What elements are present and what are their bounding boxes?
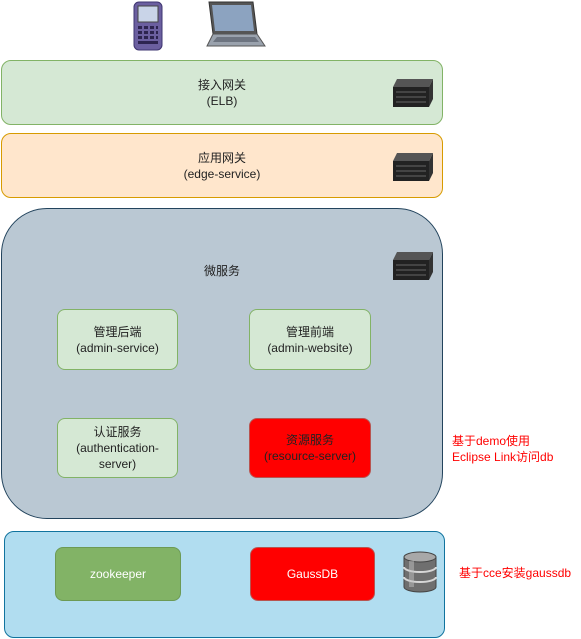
cce-note: 基于cce安装gaussdb (459, 566, 572, 580)
microservices-title: 微服务 (203, 264, 240, 278)
resource-server-name: 资源服务 (285, 433, 334, 447)
resource-server-sub: (resource-server) (263, 449, 356, 463)
server-icon (389, 151, 435, 183)
auth-server-sub2: server) (98, 457, 137, 471)
auth-server-sub1: (authentication- (76, 441, 159, 455)
elb-gateway-box: 接入网关 (ELB) (1, 60, 443, 125)
elb-sub: (ELB) (206, 93, 238, 108)
edge-name: 应用网关 (197, 150, 246, 165)
database-icon (401, 550, 439, 594)
edge-gateway-box: 应用网关 (edge-service) (1, 133, 443, 198)
elb-name: 接入网关 (197, 77, 246, 92)
resource-server-box: 资源服务 (resource-server) (249, 418, 371, 478)
admin-website-sub: (admin-website) (267, 340, 353, 355)
admin-service-name: 管理后端 (93, 324, 142, 339)
laptop-icon (201, 0, 267, 50)
edge-sub: (edge-service) (183, 166, 261, 181)
server-icon (389, 250, 435, 282)
auth-server-box: 认证服务 (authentication- server) (57, 418, 178, 478)
demo-note-line1: 基于demo使用 (452, 434, 531, 448)
auth-server-name: 认证服务 (93, 425, 142, 439)
phone-icon (130, 0, 166, 52)
admin-website-name: 管理前端 (285, 324, 334, 339)
admin-service-box: 管理后端 (admin-service) (57, 309, 178, 370)
gaussdb-box: GaussDB (250, 547, 375, 601)
admin-website-box: 管理前端 (admin-website) (249, 309, 371, 370)
zookeeper-label: zookeeper (89, 567, 147, 581)
server-icon (389, 77, 435, 109)
gaussdb-label: GaussDB (286, 567, 339, 581)
zookeeper-box: zookeeper (55, 547, 181, 601)
demo-note-line2: Eclipse Link访问db (452, 450, 554, 464)
admin-service-sub: (admin-service) (76, 340, 159, 355)
demo-note: 基于demo使用 Eclipse Link访问db (452, 433, 553, 465)
